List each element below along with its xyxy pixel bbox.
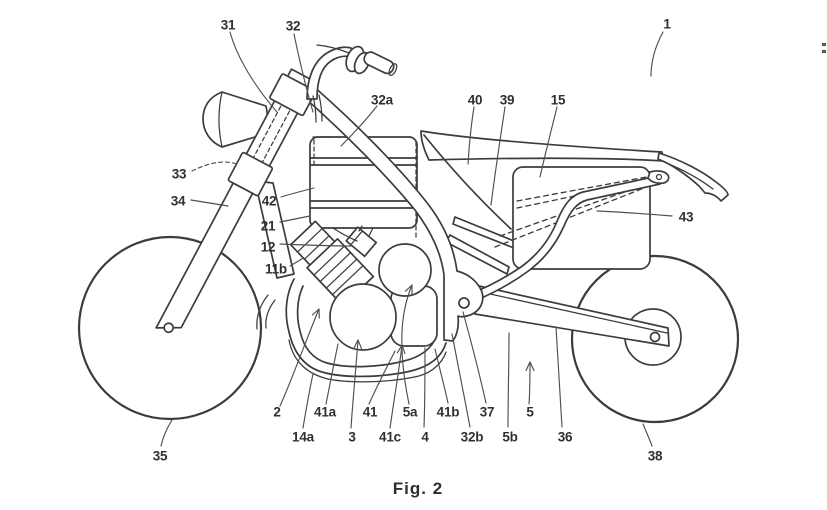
- handlebar: [306, 44, 398, 123]
- leader-15: [539, 106, 558, 178]
- ref-label-34: 34: [170, 193, 186, 209]
- ref-label-32a: 32a: [371, 92, 393, 108]
- leader-41a: [325, 343, 339, 405]
- seat: [420, 130, 665, 230]
- leader-35: [160, 419, 173, 447]
- arrowhead-2: [311, 308, 320, 319]
- ref-label-32b: 32b: [460, 429, 484, 445]
- ref-label-41: 41: [362, 404, 378, 420]
- scan-artifact: [822, 43, 826, 46]
- ref-label-31: 31: [220, 17, 236, 33]
- ref-label-36: 36: [557, 429, 573, 445]
- handlebar-grip: [363, 51, 398, 77]
- leader-1: [650, 31, 664, 77]
- rear-axle-icon: [649, 331, 661, 343]
- ref-label-40: 40: [467, 92, 483, 108]
- leader-41b: [434, 348, 449, 404]
- leader-12: [279, 243, 354, 247]
- crankcase: [329, 283, 397, 351]
- leader-4: [423, 347, 426, 428]
- leader-42: [280, 187, 315, 198]
- intake-connector: [358, 225, 374, 237]
- exhaust-pipe: [256, 294, 269, 330]
- leader-31: [229, 31, 278, 113]
- control-cable: [318, 94, 323, 122]
- leader-41: [368, 350, 396, 405]
- arrowhead-5: [525, 361, 535, 372]
- ref-label-11b: 11b: [265, 261, 287, 277]
- leader-5: [528, 361, 531, 405]
- ref-label-32: 32: [285, 18, 301, 34]
- pivot-bolt-icon: [458, 297, 470, 309]
- ref-label-3: 3: [348, 429, 356, 445]
- leader-lines: [160, 31, 673, 447]
- ref-label-14a: 14a: [292, 429, 314, 445]
- ref-label-38: 38: [647, 448, 663, 464]
- ref-label-15: 15: [550, 92, 566, 108]
- leader-33: [191, 161, 238, 172]
- ref-label-42: 42: [261, 193, 277, 209]
- rear-frame-tube: [471, 170, 670, 301]
- leader-14a: [302, 373, 314, 429]
- ref-label-1: 1: [663, 16, 671, 32]
- leader-2: [279, 308, 320, 407]
- leader-40: [467, 106, 475, 165]
- hose: [332, 227, 358, 242]
- ref-label-4: 4: [421, 429, 429, 445]
- leader-32a: [340, 105, 378, 147]
- leader-5b: [507, 332, 510, 428]
- leader-39: [490, 106, 506, 206]
- control-cable: [312, 95, 317, 123]
- ref-label-5: 5: [526, 404, 534, 420]
- figure-caption: Fig. 2: [392, 479, 444, 498]
- exhaust-pipe: [265, 299, 276, 329]
- upper-triple-clamp: [269, 73, 317, 117]
- ref-label-35: 35: [152, 448, 168, 464]
- leader-3: [350, 339, 359, 429]
- leader-32b: [451, 333, 471, 428]
- leader-36: [555, 326, 563, 428]
- arrowhead-5a: [404, 284, 413, 295]
- engine: [256, 220, 447, 383]
- leader-5a: [401, 284, 413, 405]
- front-fork: [155, 68, 317, 334]
- front-wheel: [77, 235, 263, 421]
- ref-label-33: 33: [171, 166, 187, 182]
- leader-43: [596, 210, 673, 217]
- engine-guard: [285, 278, 447, 383]
- leader-37: [462, 311, 487, 404]
- brake-lever: [316, 44, 350, 54]
- ref-label-43: 43: [678, 209, 694, 225]
- rear-fender: [657, 152, 729, 202]
- leader-21: [279, 215, 311, 223]
- leader-38: [642, 423, 653, 447]
- arrowhead-3: [353, 339, 363, 350]
- ref-label-21: 21: [260, 218, 276, 234]
- leader-32: [293, 33, 314, 113]
- ref-label-39: 39: [499, 92, 515, 108]
- ref-label-12: 12: [260, 239, 276, 255]
- clutch-cover: [378, 243, 432, 297]
- fender-bracket: [647, 170, 670, 185]
- ref-label-2: 2: [273, 404, 281, 420]
- leader-41c: [389, 344, 403, 429]
- ref-label-37: 37: [479, 404, 495, 420]
- arrowhead-41c: [396, 344, 406, 355]
- front-axle-icon: [163, 322, 175, 334]
- ref-label-5b: 5b: [502, 429, 518, 445]
- ref-label-41c: 41c: [379, 429, 401, 445]
- scan-artifact: [822, 50, 826, 53]
- leader-11b: [289, 257, 304, 267]
- leader-34: [190, 199, 229, 207]
- ref-label-5a: 5a: [402, 404, 418, 420]
- seat-shroud-edge: [423, 134, 512, 230]
- ref-label-41b: 41b: [436, 404, 460, 420]
- injector-body: [345, 226, 378, 258]
- ref-label-41a: 41a: [314, 404, 336, 420]
- front-down-tube: [254, 180, 295, 279]
- swingarm: [474, 285, 670, 347]
